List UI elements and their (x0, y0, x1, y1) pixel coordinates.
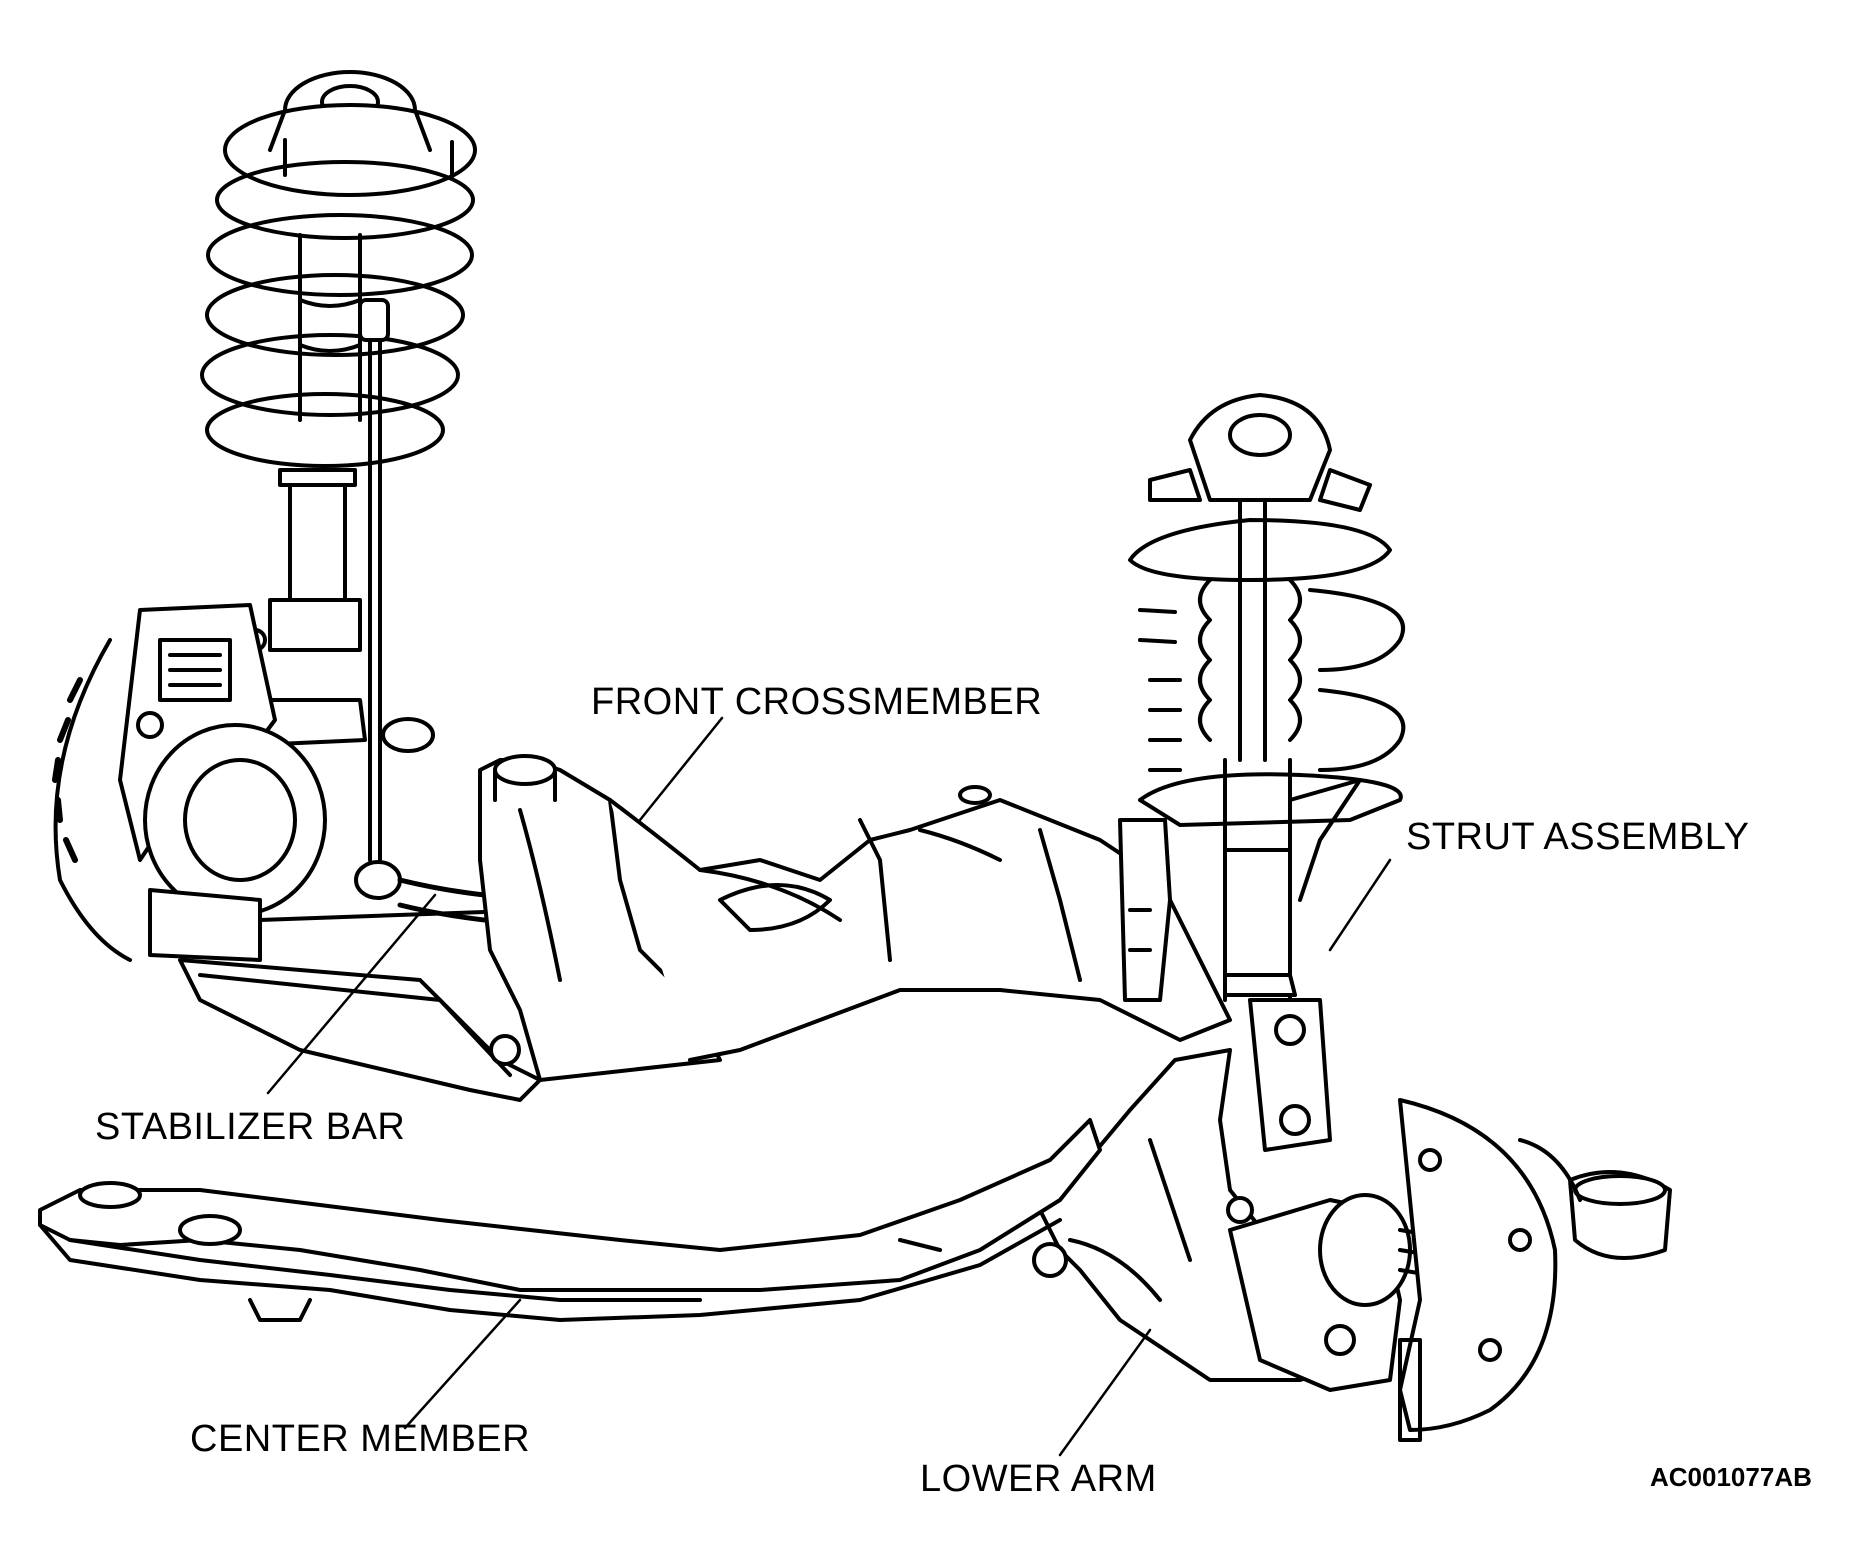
label-strut-assembly: STRUT ASSEMBLY (1406, 816, 1750, 858)
left-strut-assembly (200, 70, 477, 747)
stabilizer-link (354, 298, 435, 900)
leader-stabilizer-bar (266, 893, 437, 1095)
leader-front-crossmember (638, 716, 724, 822)
label-stabilizer-bar: STABILIZER BAR (95, 1106, 406, 1148)
label-center-member: CENTER MEMBER (190, 1418, 531, 1460)
label-front-crossmember: FRONT CROSSMEMBER (591, 681, 1043, 723)
leader-lower-arm (1058, 1328, 1152, 1457)
front-crossmember (178, 754, 1232, 1102)
label-lower-arm: LOWER ARM (920, 1458, 1157, 1500)
right-lower-arm (1032, 1048, 1672, 1442)
leader-lines (266, 716, 1392, 1457)
center-member (38, 1118, 1102, 1322)
right-strut-assembly (1128, 393, 1406, 1152)
leader-strut-assembly (1328, 858, 1392, 952)
leader-center-member (403, 1298, 522, 1430)
left-knuckle-brake (52, 603, 327, 962)
figure-code: AC001077AB (1650, 1462, 1812, 1492)
